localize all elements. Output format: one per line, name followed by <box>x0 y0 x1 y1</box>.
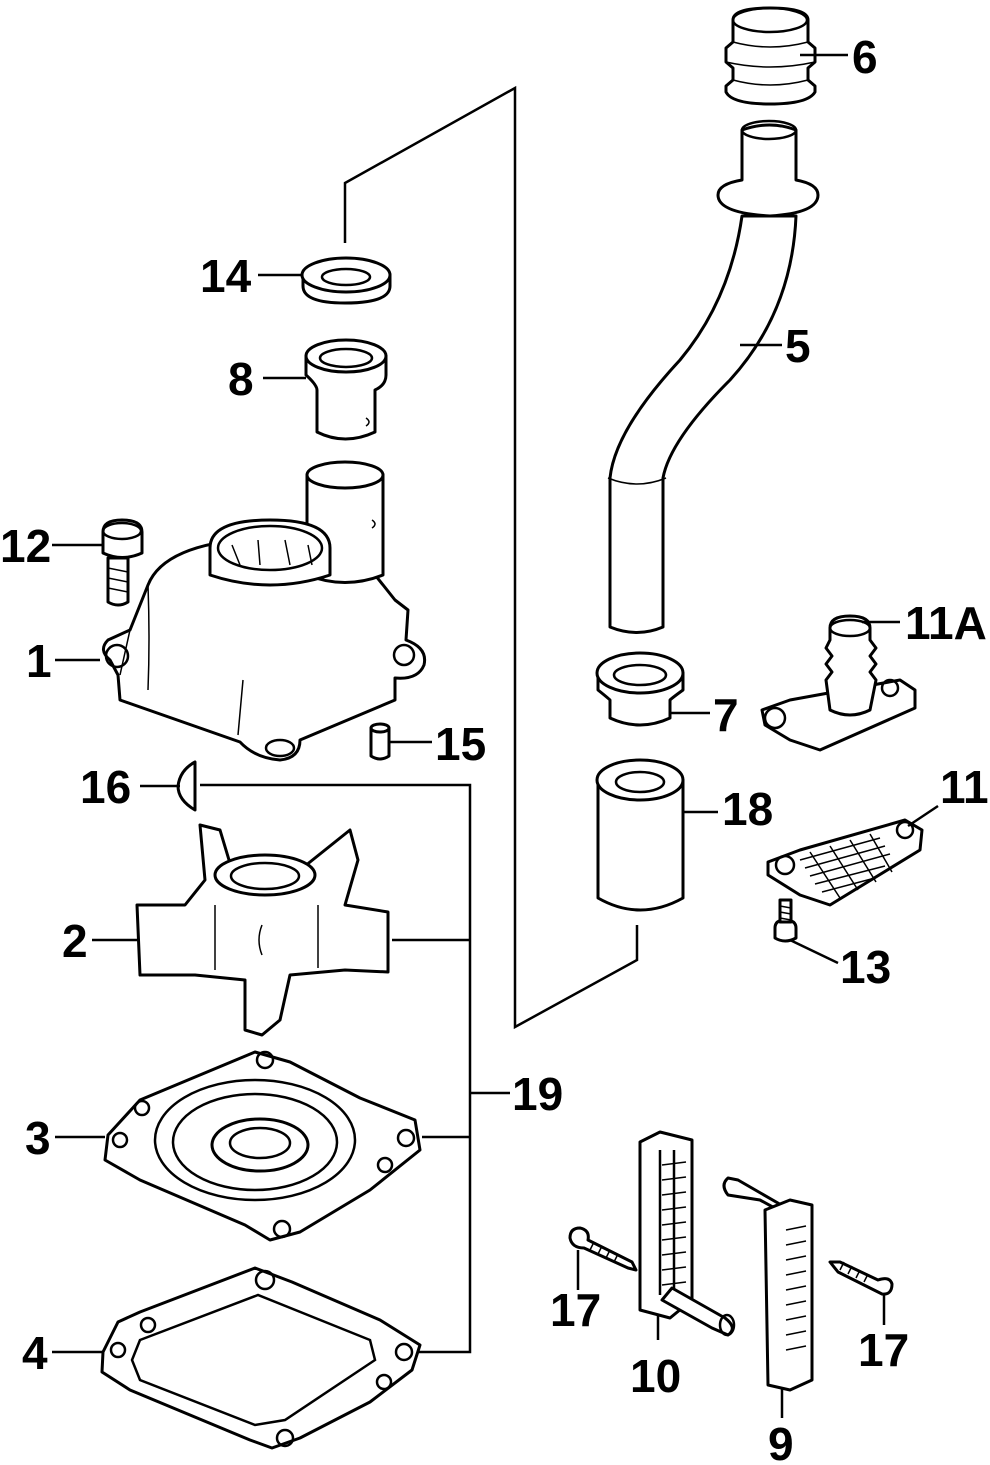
part-13-screw <box>773 898 798 943</box>
part-11-screen <box>766 818 924 907</box>
callout-labels: 6 5 14 8 12 1 15 16 2 3 4 19 7 18 11A 11… <box>0 31 989 1465</box>
callout-15: 15 <box>435 718 486 770</box>
callout-5: 5 <box>785 320 811 372</box>
part-5-water-tube <box>607 119 820 634</box>
part-14-seal <box>300 256 392 305</box>
part-7-sleeve <box>595 651 685 727</box>
callout-16: 16 <box>80 761 131 813</box>
leader-lines <box>52 53 939 1418</box>
callout-7: 7 <box>713 689 739 741</box>
callout-18: 18 <box>722 783 773 835</box>
callout-2: 2 <box>62 915 88 967</box>
part-8-sleeve <box>304 338 388 441</box>
callout-9: 9 <box>768 1418 794 1465</box>
part-1-pump-housing <box>102 460 427 762</box>
part-6-grommet <box>724 6 817 106</box>
part-2-impeller <box>135 823 390 1037</box>
callout-11a: 11A <box>905 597 987 649</box>
callout-17-left: 17 <box>550 1284 601 1336</box>
callout-4: 4 <box>22 1327 48 1379</box>
callout-14: 14 <box>200 250 252 302</box>
callout-6: 6 <box>852 31 878 83</box>
callout-13: 13 <box>840 941 891 993</box>
part-16-key <box>176 760 197 812</box>
part-3-plate <box>103 1050 422 1242</box>
part-17-screws <box>568 1226 894 1296</box>
callout-19: 19 <box>512 1068 563 1120</box>
part-4-gasket <box>100 1266 422 1450</box>
callout-12: 12 <box>0 520 51 572</box>
callout-8: 8 <box>228 353 254 405</box>
part-11a-fitting <box>760 614 917 752</box>
part-9-grille <box>722 1176 814 1392</box>
callout-1: 1 <box>26 635 52 687</box>
part-12-bolt <box>101 518 144 607</box>
part-10-grille <box>638 1130 736 1337</box>
kit-bracket-lines <box>200 85 639 1354</box>
callout-10: 10 <box>630 1350 681 1402</box>
callout-3: 3 <box>25 1112 51 1164</box>
callout-11: 11 <box>940 761 989 813</box>
part-15-pin <box>369 722 391 761</box>
callout-17-right: 17 <box>858 1324 909 1376</box>
part-18-tube <box>595 758 685 912</box>
